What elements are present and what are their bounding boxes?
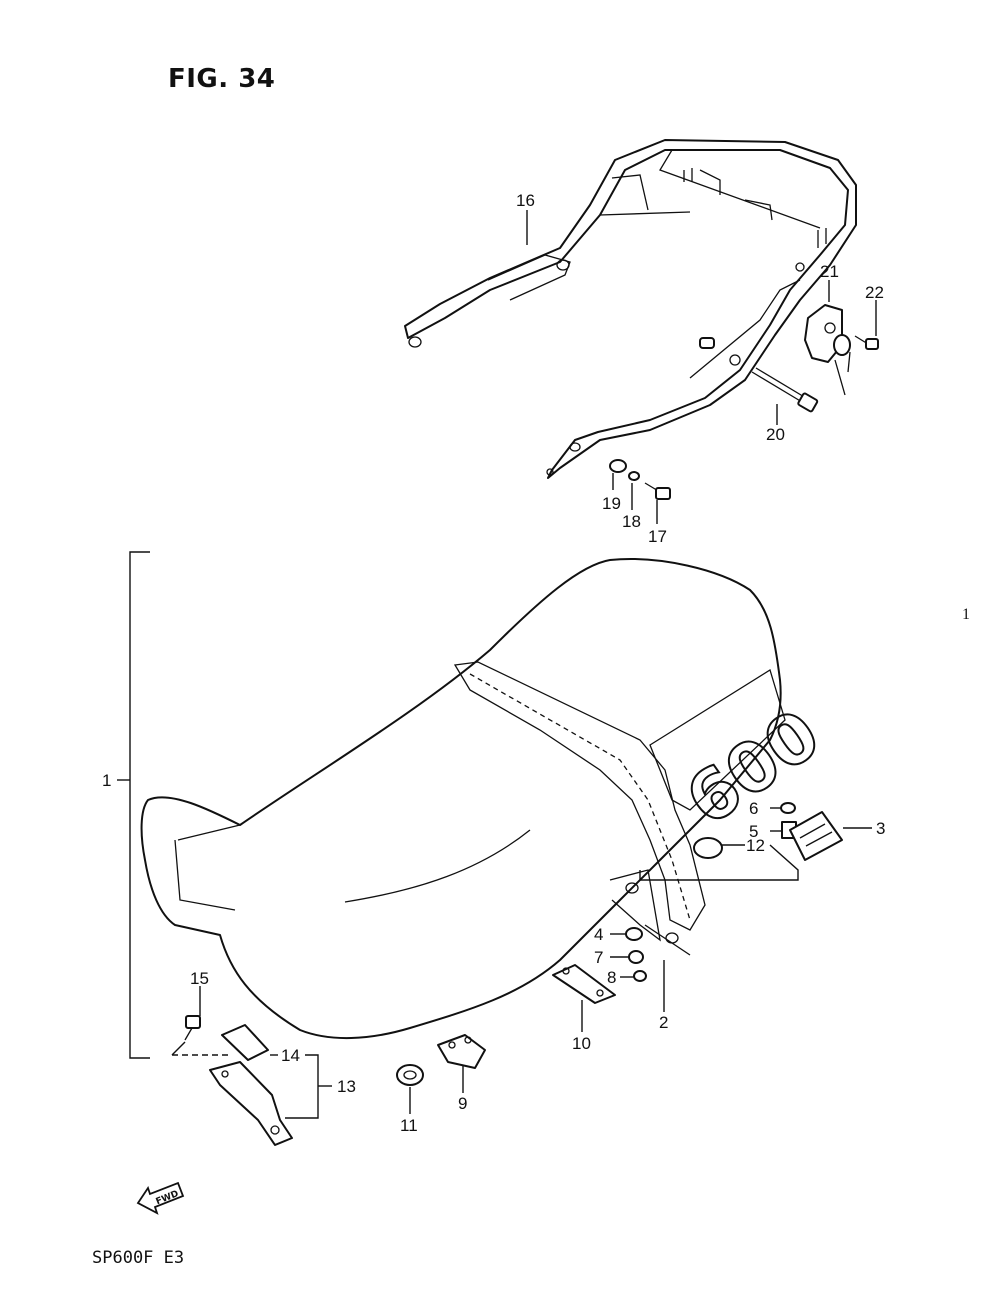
model-code: SP600F E3: [92, 1248, 185, 1268]
cushion-9: [437, 1034, 486, 1069]
nut-8: [633, 970, 647, 982]
callout-22: 22: [865, 283, 884, 302]
screw-22: [854, 335, 879, 350]
seat-assembly: 600: [140, 558, 835, 1040]
callout-8: 8: [607, 968, 616, 987]
nut-6: [780, 802, 796, 814]
cushion-3: [789, 811, 843, 861]
fwd-arrow-icon: FWD: [136, 1181, 185, 1215]
figure-title: FIG. 34: [168, 64, 276, 94]
callout-14: 14: [281, 1046, 300, 1065]
bracket-1: [129, 551, 150, 1059]
callout-7: 7: [594, 948, 603, 967]
grommet-12: [693, 837, 723, 859]
callout-21: 21: [820, 262, 839, 281]
bolt-20: [751, 367, 819, 413]
leader-lines: [171, 210, 877, 1119]
callout-2: 2: [659, 1013, 668, 1032]
washer-4: [625, 927, 643, 941]
callout-6: 6: [749, 799, 758, 818]
bolt-17: [644, 482, 671, 500]
washer-7: [628, 950, 644, 964]
cushion-14: [221, 1024, 269, 1061]
washer-19: [609, 459, 627, 473]
callout-3: 3: [876, 819, 885, 838]
bolt-15: [184, 1015, 201, 1041]
carrier-rack: [404, 139, 857, 479]
callout-1: 1: [102, 771, 111, 790]
plate-10: [552, 964, 616, 1004]
callout-12: 12: [746, 836, 765, 855]
callout-13: 13: [337, 1077, 356, 1096]
callout-20: 20: [766, 425, 785, 444]
bracket-13: [209, 1061, 293, 1146]
callout-11: 11: [400, 1116, 418, 1135]
callout-4: 4: [594, 925, 603, 944]
callout-5: 5: [749, 822, 758, 841]
callout-15: 15: [190, 969, 209, 988]
grommet-11: [396, 1064, 424, 1086]
callout-18: 18: [622, 512, 641, 531]
callout-labels: 1 2 3 4 5 6 7 8 9 10 11 12 13 14 15 16 1…: [102, 191, 885, 1135]
seat-lock: [804, 304, 851, 396]
callout-16: 16: [516, 191, 535, 210]
callout-19: 19: [602, 494, 621, 513]
washer-18: [628, 471, 640, 481]
callout-17: 17: [648, 527, 667, 546]
side-mark: 1: [962, 606, 970, 623]
callout-9: 9: [458, 1094, 467, 1113]
callout-10: 10: [572, 1034, 591, 1053]
